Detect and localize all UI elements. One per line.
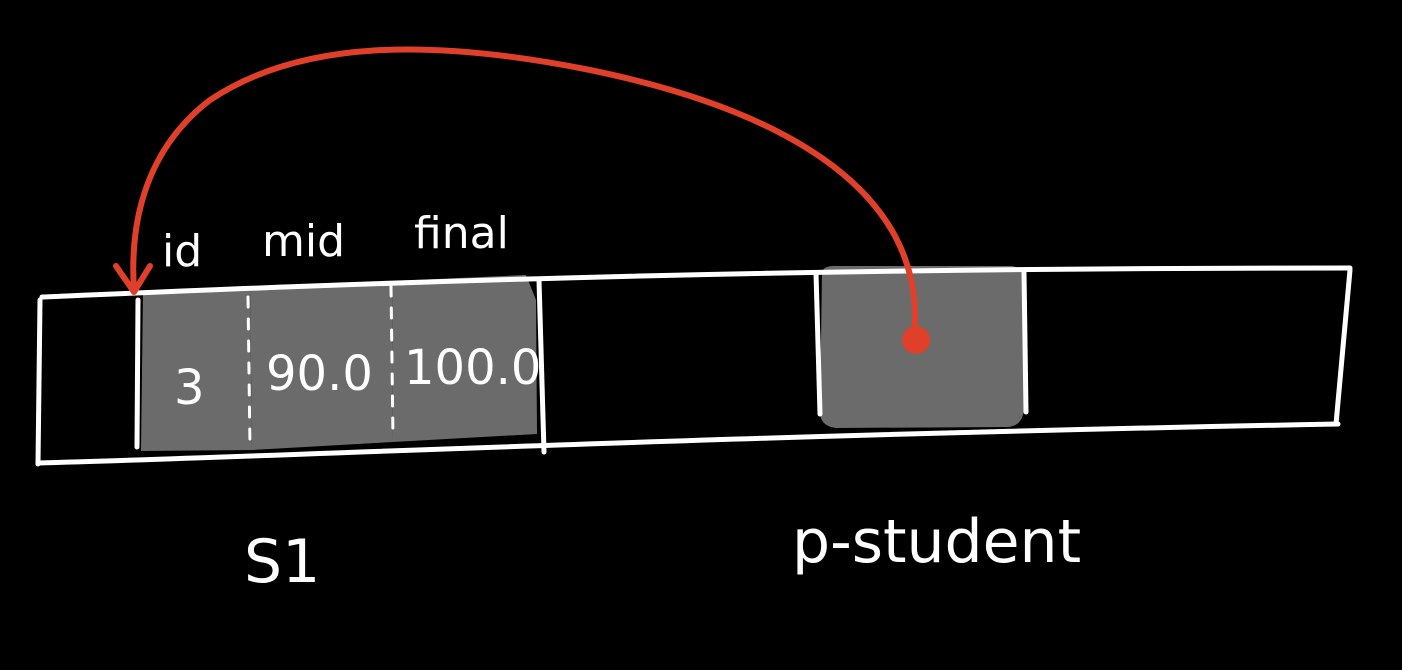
divider-pointer-right: [1021, 269, 1029, 415]
field-value-id: 3: [174, 360, 205, 416]
struct-s1-cells: [141, 275, 537, 451]
arrowhead-icon: [113, 263, 153, 295]
divider-s1-right: [536, 277, 547, 455]
cell-mid-fill: [250, 281, 393, 450]
pointer-origin-dot: [902, 326, 930, 354]
field-value-final: 100.0: [404, 340, 541, 396]
divider-pointer-left: [813, 270, 823, 417]
field-label-final: final: [414, 208, 509, 259]
field-label-mid: mid: [262, 216, 345, 267]
pointer-arc: [130, 46, 919, 341]
divider-left: [134, 297, 141, 450]
cell-id-fill: [141, 287, 252, 451]
pointer-arrow: [113, 46, 930, 354]
variable-label-p-student: p-student: [792, 507, 1081, 577]
variable-label-s1: S1: [244, 527, 320, 597]
field-separator-1: [246, 295, 252, 448]
field-separator-2: [389, 284, 395, 440]
cell-final-fill: [392, 275, 537, 442]
field-value-mid: 90.0: [266, 346, 373, 402]
memory-strip: [35, 265, 1353, 467]
field-label-id: id: [162, 226, 202, 277]
